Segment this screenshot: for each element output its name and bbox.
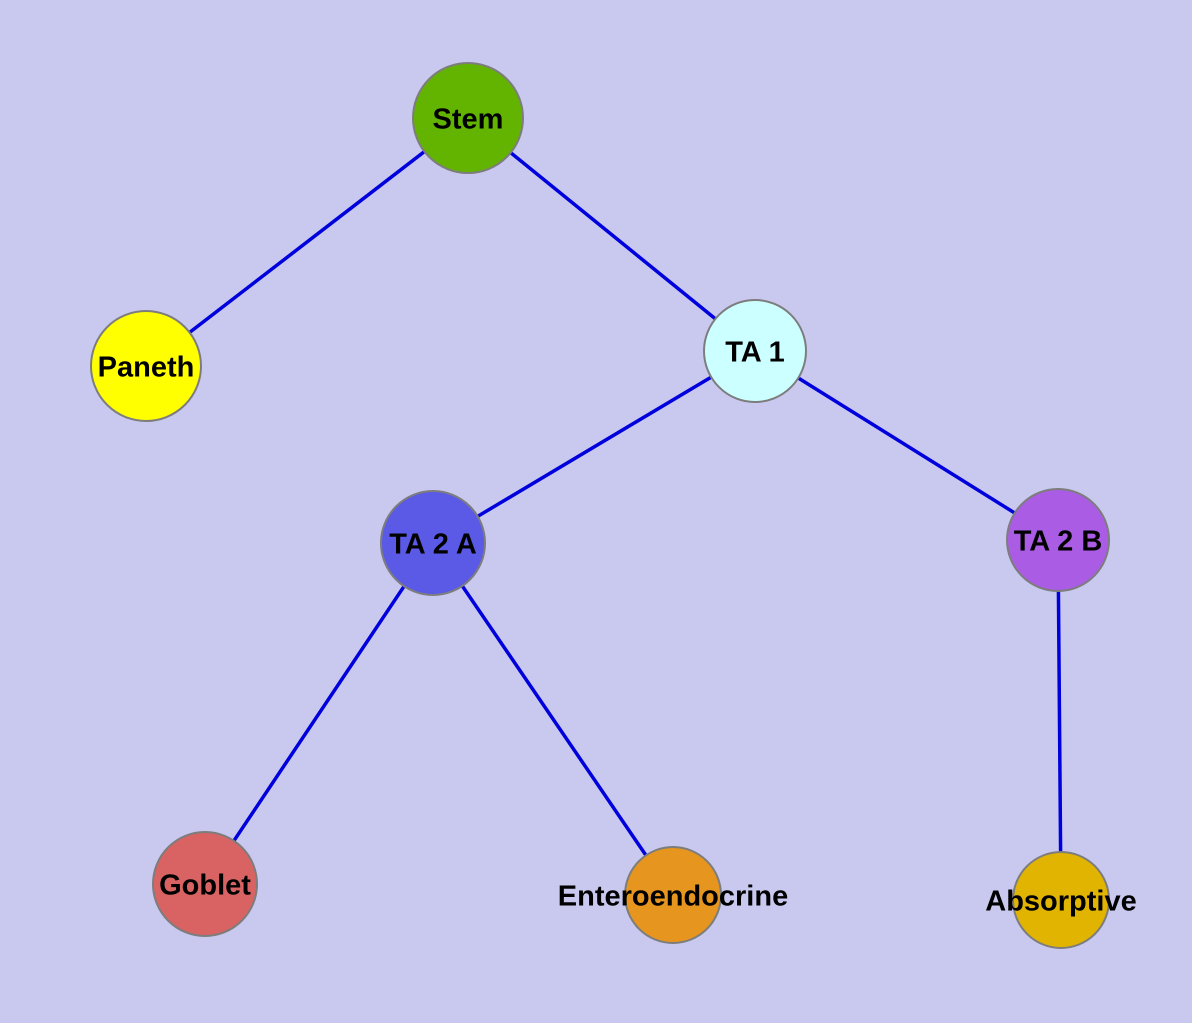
node-circle-stem	[412, 62, 524, 174]
node-paneth: Paneth	[90, 310, 202, 422]
node-circle-ta2a	[380, 490, 486, 596]
edge-ta2b-absorptive	[1056, 539, 1063, 901]
node-stem: Stem	[412, 62, 524, 174]
node-ta1: TA 1	[703, 299, 807, 403]
node-circle-paneth	[90, 310, 202, 422]
edge-stem-ta1	[466, 116, 757, 353]
node-label-absorptive: Absorptive	[985, 885, 1136, 917]
node-circle-goblet	[152, 831, 258, 937]
node-absorptive: Absorptive	[985, 851, 1137, 949]
node-label-goblet: Goblet	[159, 869, 251, 901]
edge-ta1-ta2b	[754, 349, 1059, 542]
node-ta2a: TA 2 A	[380, 490, 486, 596]
node-label-ta2a: TA 2 A	[389, 528, 477, 560]
node-label-stem: Stem	[433, 103, 504, 135]
edge-stem-paneth	[144, 116, 470, 368]
edge-ta1-ta2a	[432, 349, 756, 545]
node-label-enteroendocrine: Enteroendocrine	[558, 880, 788, 912]
node-circle-ta1	[703, 299, 807, 403]
node-enteroendocrine: Enteroendocrine	[558, 846, 788, 944]
node-circle-enteroendocrine	[624, 846, 722, 944]
node-ta2b: TA 2 B	[1006, 488, 1110, 592]
edge-ta2a-goblet	[203, 542, 435, 885]
node-circle-ta2b	[1006, 488, 1110, 592]
node-label-paneth: Paneth	[98, 351, 195, 383]
node-label-ta1: TA 1	[725, 336, 785, 368]
node-label-ta2b: TA 2 B	[1014, 525, 1103, 557]
node-circle-absorptive	[1012, 851, 1110, 949]
edge-ta2a-enteroendocrine	[431, 542, 675, 896]
node-goblet: Goblet	[152, 831, 258, 937]
